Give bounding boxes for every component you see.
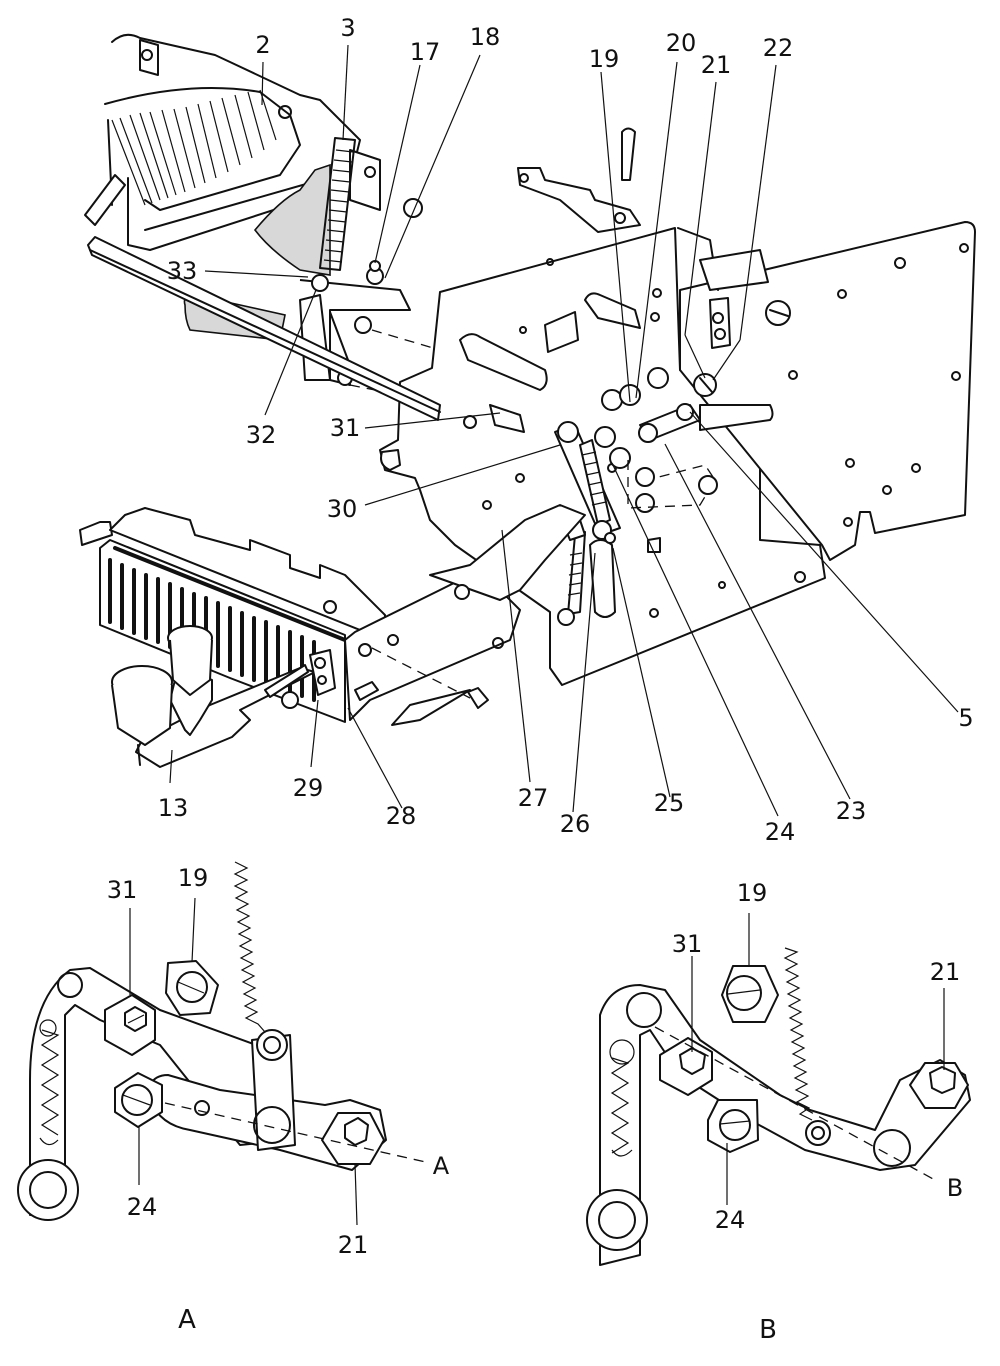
leader-lines [169, 44, 959, 817]
inset-a-callout-24: 24 [126, 1193, 158, 1221]
inset-a-linkage [17, 861, 431, 1226]
callout-18: 18 [469, 23, 501, 51]
callout-27: 27 [517, 784, 549, 812]
callout-31: 31 [329, 414, 361, 442]
callout-32: 32 [245, 421, 277, 449]
lever-13-with-keys [111, 625, 379, 768]
callout-19: 19 [588, 45, 620, 73]
inset-a-callout-21: 21 [337, 1231, 369, 1259]
bracket-assembly [183, 260, 441, 396]
callout-23: 23 [835, 797, 867, 825]
inset-b-linkage [586, 913, 971, 1266]
callout-22: 22 [762, 34, 794, 62]
typebar-segment [84, 33, 423, 276]
callout-5: 5 [958, 704, 974, 732]
callout-2: 2 [255, 31, 271, 59]
linkage-cluster [554, 367, 718, 626]
inset-b-caption: B [759, 1315, 777, 1345]
inset-a-callout-19: 19 [177, 864, 209, 892]
inset-b-callout-21: 21 [929, 958, 961, 986]
side-frame [379, 127, 976, 686]
callout-21: 21 [700, 51, 732, 79]
callout-20: 20 [665, 29, 697, 57]
callout-24: 24 [764, 818, 796, 846]
callout-26: 26 [559, 810, 591, 838]
callout-33: 33 [166, 257, 198, 285]
callout-25: 25 [653, 789, 685, 817]
callout-3: 3 [340, 14, 356, 42]
callout-17: 17 [409, 38, 441, 66]
callout-30: 30 [326, 495, 358, 523]
inset-b-callout-31: 31 [671, 930, 703, 958]
inset-a-callout-31: 31 [106, 876, 138, 904]
callout-28: 28 [385, 802, 417, 830]
callout-29: 29 [292, 774, 324, 802]
inset-b-callout-19: 19 [736, 879, 768, 907]
callout-13: 13 [157, 794, 189, 822]
inset-b-callout-24: 24 [714, 1206, 746, 1234]
inset-a-axis-label: A [432, 1152, 450, 1180]
inset-a-caption: A [178, 1305, 196, 1335]
inset-b-axis-label: B [946, 1174, 964, 1202]
spring-3 [319, 137, 356, 271]
